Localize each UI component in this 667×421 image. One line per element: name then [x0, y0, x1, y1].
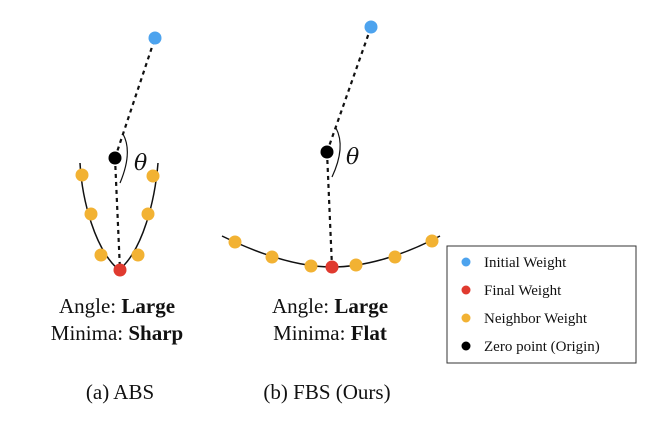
dashed-line-origin-to-final: [113, 157, 122, 271]
minima-label: Minima:: [273, 321, 351, 345]
final-weight-dot: [325, 260, 339, 274]
panel-abs: θ Angle: Large Minima: Sharp (a) ABS: [51, 31, 183, 404]
panel-fbs: θ Angle: Large Minima: Flat (b) FBS (Our…: [221, 20, 441, 404]
neighbor-weight-dot: [349, 258, 363, 272]
angle-theta-label: θ: [134, 151, 147, 176]
legend-origin-label: Zero point (Origin): [484, 339, 600, 355]
neighbor-weight-dot: [425, 234, 439, 248]
angle-arc: [331, 127, 341, 178]
legend-neighbor-label: Neighbor Weight: [484, 311, 588, 327]
neighbor-weight-dot: [265, 250, 279, 264]
legend-origin-dot: [461, 341, 471, 351]
legend-final-dot: [461, 285, 471, 295]
initial-weight-dot: [364, 20, 378, 34]
angle-value: Large: [121, 294, 175, 318]
neighbor-weight-dot: [131, 248, 145, 262]
neighbor-weight-dot: [146, 169, 160, 183]
dashed-line-origin-to-final: [325, 151, 334, 268]
angle-label: Angle:: [59, 294, 121, 318]
legend-box: [446, 245, 637, 364]
dashed-line-origin-to-initial: [325, 26, 373, 153]
legend: Initial Weight Final Weight Neighbor Wei…: [446, 245, 637, 364]
neighbor-weight-dot: [141, 207, 155, 221]
neighbor-weight-dot: [75, 168, 89, 182]
minima-text-fbs: Minima: Flat: [273, 321, 387, 345]
minima-label: Minima:: [51, 321, 129, 345]
origin-dot: [320, 145, 334, 159]
minima-value: Sharp: [128, 321, 183, 345]
minima-text-abs: Minima: Sharp: [51, 321, 183, 345]
neighbor-weight-dot: [228, 235, 242, 249]
neighbor-weight-dot: [304, 259, 318, 273]
minima-value: Flat: [351, 321, 387, 345]
legend-item-neighbor: Neighbor Weight: [461, 311, 588, 327]
neighbor-weight-dot: [84, 207, 98, 221]
neighbor-weight-dot: [94, 248, 108, 262]
legend-item-origin: Zero point (Origin): [461, 339, 600, 355]
neighbor-weight-dot: [388, 250, 402, 264]
legend-item-initial: Initial Weight: [461, 255, 567, 271]
legend-final-label: Final Weight: [484, 283, 562, 299]
legend-initial-dot: [461, 257, 471, 267]
legend-initial-label: Initial Weight: [484, 255, 567, 271]
final-weight-dot: [113, 263, 127, 277]
legend-item-final: Final Weight: [461, 283, 562, 299]
angle-theta-label: θ: [346, 145, 359, 170]
angle-text-fbs: Angle: Large: [272, 294, 388, 318]
legend-neighbor-dot: [461, 313, 471, 323]
caption-abs: (a) ABS: [86, 380, 154, 404]
initial-weight-dot: [148, 31, 162, 45]
angle-text-abs: Angle: Large: [59, 294, 175, 318]
dashed-line-origin-to-initial: [113, 37, 157, 159]
caption-fbs: (b) FBS (Ours): [263, 380, 390, 404]
origin-dot: [108, 151, 122, 165]
angle-arc: [119, 133, 128, 184]
angle-label: Angle:: [272, 294, 334, 318]
angle-value: Large: [334, 294, 388, 318]
